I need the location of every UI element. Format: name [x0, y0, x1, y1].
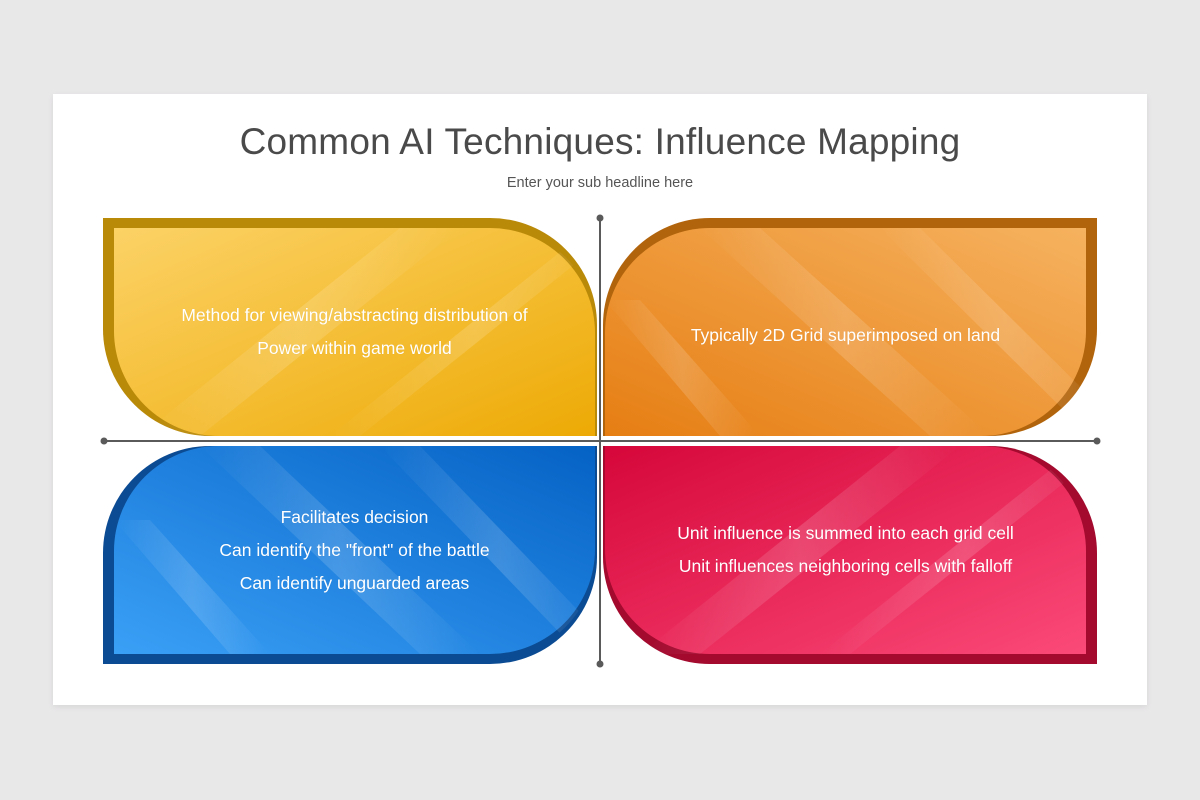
- quadrant-bottom-left: [103, 446, 597, 664]
- text-line: Typically 2D Grid superimposed on land: [690, 324, 1001, 345]
- quadrant-bottom-right-text: Unit influence is summed into each grid …: [605, 446, 1086, 654]
- text-line: Can identify unguarded areas: [239, 572, 470, 593]
- quadrant-top-left: [103, 218, 597, 436]
- axis-endpoint-bottom: [596, 660, 604, 668]
- text-line: Unit influence is summed into each grid …: [677, 523, 1014, 543]
- quadrant-top-left-text: Method for viewing/abstracting distribut…: [114, 228, 595, 436]
- axis-endpoint-right: [1093, 437, 1101, 445]
- text-line: Power within game world: [257, 338, 452, 358]
- axis-endpoint-left: [100, 437, 108, 445]
- slide-title: Common AI Techniques: Influence Mapping: [239, 121, 961, 162]
- quadrant-bottom-right: [603, 446, 1097, 664]
- text-line: Method for viewing/abstracting distribut…: [181, 305, 528, 325]
- axes: [100, 214, 1101, 668]
- quadrant-bottom-left-text: Facilitates decision Can identify the "f…: [114, 446, 595, 654]
- text-line: Can identify the "front" of the battle: [219, 539, 490, 560]
- quadrant-top-right-text: Typically 2D Grid superimposed on land: [605, 228, 1086, 442]
- text-line: Unit influences neighboring cells with f…: [678, 556, 1013, 576]
- slide-subtitle: Enter your sub headline here: [506, 175, 694, 191]
- quadrant-top-right: [603, 218, 1097, 436]
- axis-endpoint-top: [596, 214, 604, 222]
- text-line: Facilitates decision: [280, 506, 429, 527]
